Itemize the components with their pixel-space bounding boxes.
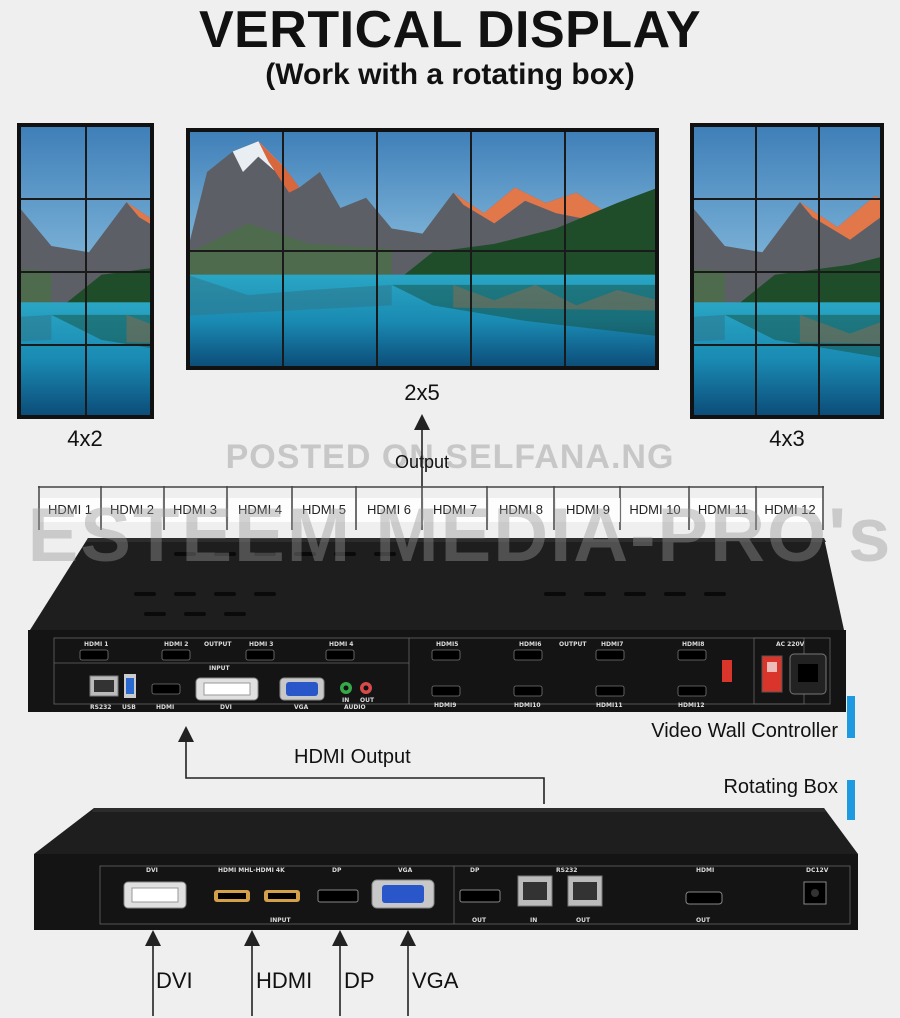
input-label-dvi: DVI (156, 968, 193, 993)
hdmi-port-icon (431, 649, 461, 661)
box-label: VGA (398, 867, 413, 874)
rotating-box: DVI HDMI MHL-HDMI 4K DP VGA DP RS232 HDM… (34, 808, 858, 930)
box-label: OUT (576, 917, 591, 924)
hdmi-port-icon (513, 685, 543, 697)
output-port-label: HDMI 10 (622, 498, 688, 522)
rotating-box-label: Rotating Box (723, 776, 838, 798)
output-port-label: HDMI 7 (424, 498, 486, 522)
ctrl-label: HDMI (156, 704, 174, 711)
hdmi-port-icon (513, 649, 543, 661)
box-label: DP (332, 867, 342, 874)
box-label: DC12V (806, 867, 829, 874)
wall-4x2 (17, 123, 154, 419)
wall-label-4x2: 4x2 (67, 426, 103, 451)
box-label: IN (530, 917, 537, 924)
ctrl-label: INPUT (209, 665, 231, 672)
output-port-label: HDMI 8 (489, 498, 553, 522)
ctrl-label: HDMI 4 (329, 641, 353, 648)
ctrl-label: HDMI8 (682, 641, 704, 648)
ctrl-label: HDMI 3 (249, 641, 273, 648)
wall-label-2x5: 2x5 (404, 380, 440, 405)
output-port-label: HDMI 4 (229, 498, 291, 522)
controller-label: Video Wall Controller (651, 720, 838, 742)
hdmi-output-label: HDMI Output (294, 746, 411, 768)
box-label: HDMI (696, 867, 714, 874)
dp-out-port-icon (459, 889, 501, 903)
ctrl-label: HDMI12 (678, 702, 705, 709)
input-label-hdmi: HDMI (256, 968, 313, 993)
ctrl-label: OUTPUT (559, 641, 587, 648)
output-bracket (38, 486, 824, 530)
ctrl-label: HDMI9 (434, 702, 456, 709)
controller-accent-bar (847, 696, 855, 738)
output-port-label: HDMI 2 (102, 498, 162, 522)
hdmi-input-icon (151, 683, 181, 695)
ctrl-label: AC 220V (776, 641, 805, 648)
output-port-label: HDMI 12 (758, 498, 822, 522)
hdmi-out-port-icon (685, 891, 723, 905)
box-label: OUT (696, 917, 711, 924)
box-label: DP (470, 867, 480, 874)
wall-2x5 (186, 128, 659, 370)
ctrl-label: HDMI10 (514, 702, 541, 709)
power-switch-icon (761, 655, 783, 693)
ctrl-label: AUDIO (344, 704, 366, 711)
box-label: RS232 (556, 867, 577, 874)
input-label-dp: DP (344, 968, 375, 993)
hdmi-port-icon (677, 649, 707, 661)
watermark-brand: ESTEEM MEDIA-PRO's (27, 493, 893, 578)
hdmi-port-icon (245, 649, 275, 661)
ctrl-label: HDMI 2 (164, 641, 188, 648)
ctrl-label: HDMI5 (436, 641, 458, 648)
wall-4x3 (690, 123, 884, 419)
output-port-label: HDMI 9 (556, 498, 620, 522)
output-port-label: HDMI 6 (357, 498, 421, 522)
wall-label-4x3: 4x3 (769, 426, 805, 451)
output-port-label: HDMI 11 (691, 498, 755, 522)
dp-port-icon (317, 889, 359, 903)
box-label: INPUT (270, 917, 292, 924)
ctrl-label: HDMI6 (519, 641, 541, 648)
hdmi-port-icon (677, 685, 707, 697)
hdmi-port-icon (325, 649, 355, 661)
output-port-label: HDMI 5 (293, 498, 355, 522)
ctrl-label: RS232 (90, 704, 111, 711)
page-subtitle: (Work with a rotating box) (265, 58, 635, 91)
dip-switch-icon (722, 660, 732, 682)
video-wall-controller: HDMI 1 HDMI 2 OUTPUT HDMI 3 HDMI 4 HDMI5… (28, 538, 846, 712)
hdmi-port-icon (79, 649, 109, 661)
box-label: DVI (146, 867, 158, 874)
box-label: OUT (472, 917, 487, 924)
ctrl-label: VGA (294, 704, 309, 711)
input-label-vga: VGA (412, 968, 459, 993)
ctrl-label: OUTPUT (204, 641, 232, 648)
ctrl-label: IN (342, 697, 349, 704)
hdmi-port-icon (595, 685, 625, 697)
hdmi-port-icon (161, 649, 191, 661)
page-title: VERTICAL DISPLAY (198, 1, 702, 59)
ctrl-label: HDMI7 (601, 641, 623, 648)
box-label: HDMI MHL-HDMI 4K (218, 867, 285, 874)
hdmi-port-icon (595, 649, 625, 661)
ctrl-label: USB (122, 704, 136, 711)
output-port-label: HDMI 1 (40, 498, 100, 522)
hdmi-port-icon (431, 685, 461, 697)
output-port-label: HDMI 3 (165, 498, 225, 522)
output-label: Output (394, 452, 450, 472)
ctrl-label: HDMI11 (596, 702, 623, 709)
ctrl-label: OUT (360, 697, 375, 704)
watermark-posted: POSTED ON SELFANA.NG (225, 438, 675, 476)
rotating-box-accent-bar (847, 780, 855, 820)
ctrl-label: HDMI 1 (84, 641, 108, 648)
ctrl-label: DVI (220, 704, 232, 711)
